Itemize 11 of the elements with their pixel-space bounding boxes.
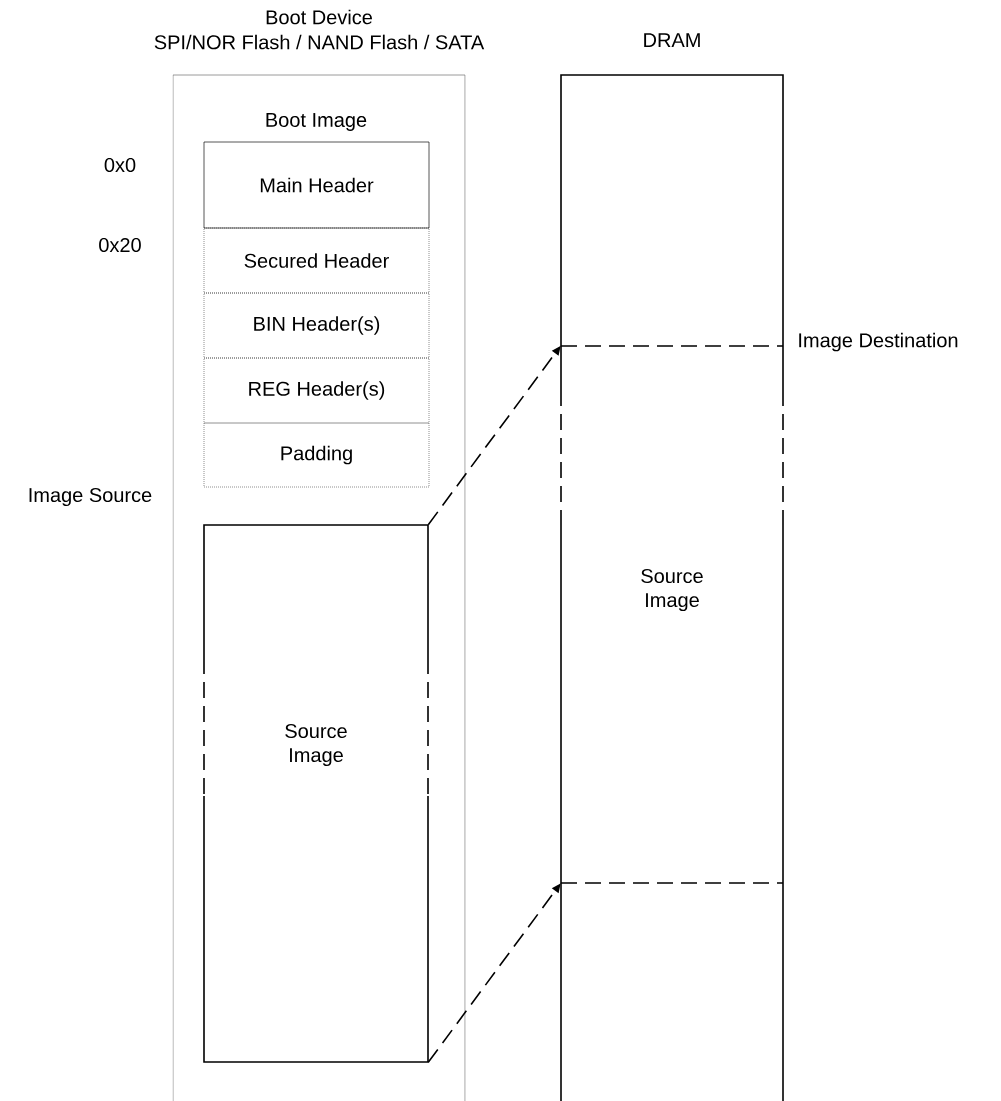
- header-cell: Padding: [203, 422, 430, 488]
- offset-label: 0x20: [99, 237, 141, 253]
- source-image-box: Source Image: [203, 524, 429, 1063]
- header-cell: Secured Header: [203, 227, 430, 294]
- address-label: Image Destination: [799, 332, 958, 352]
- header-cell: REG Header(s): [203, 357, 430, 424]
- destination-region: Source Image: [560, 345, 784, 884]
- offset-label: 0x0: [104, 157, 136, 173]
- header-cell: BIN Header(s): [203, 292, 430, 359]
- address-label: Image Source: [29, 487, 152, 507]
- header-cell: Main Header: [203, 141, 430, 229]
